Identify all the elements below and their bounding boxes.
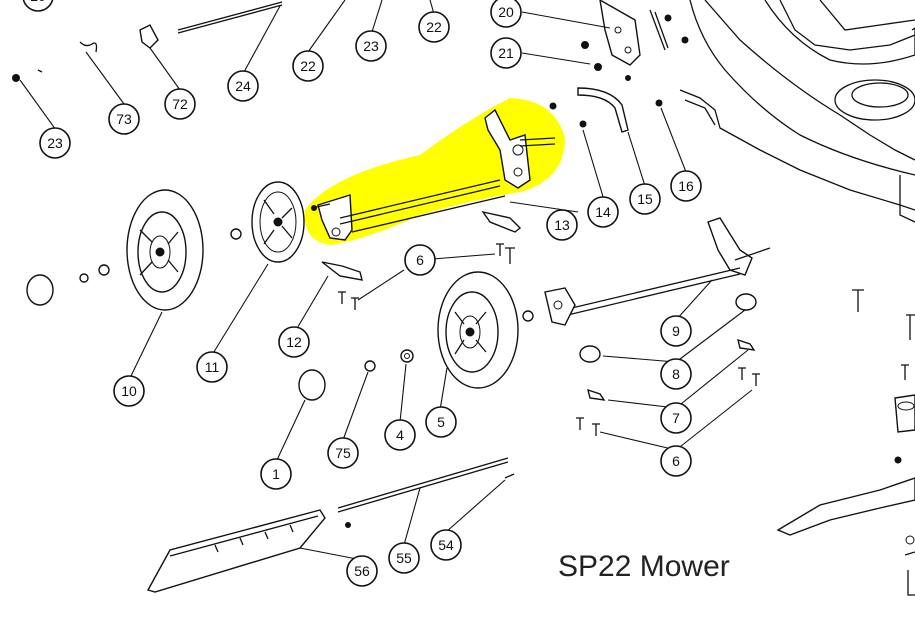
callout-6-upper: 6 xyxy=(404,244,436,276)
part-8-bearing-a xyxy=(579,345,601,363)
part-7-clip-b xyxy=(737,338,756,351)
callout-12: 12 xyxy=(278,326,310,358)
part-75-bearing xyxy=(364,360,376,372)
part-56-plate xyxy=(146,509,326,593)
part-73-spring xyxy=(79,41,98,53)
callout-73: 73 xyxy=(108,103,140,135)
svg-text:1: 1 xyxy=(272,466,280,482)
callout-75: 75 xyxy=(327,437,359,469)
callout-6-lower: 6 xyxy=(660,445,692,477)
svg-text:6: 6 xyxy=(672,453,680,469)
svg-text:5: 5 xyxy=(437,414,445,430)
svg-text:11: 11 xyxy=(205,359,220,375)
svg-text:23: 23 xyxy=(363,38,379,54)
svg-text:4: 4 xyxy=(396,427,404,443)
part-5-front-wheel xyxy=(437,271,519,389)
bearing-left xyxy=(79,273,89,283)
part-24-rod xyxy=(177,1,283,31)
svg-text:21: 21 xyxy=(498,45,514,61)
part-4-nut xyxy=(400,349,414,363)
svg-text:54: 54 xyxy=(438,537,454,553)
callout-5: 5 xyxy=(425,406,457,438)
svg-text:8: 8 xyxy=(672,366,680,382)
svg-text:9: 9 xyxy=(672,323,680,339)
part-55-rod xyxy=(337,457,509,509)
callout-24: 24 xyxy=(227,70,259,102)
leader-lines xyxy=(19,0,753,561)
svg-text:12: 12 xyxy=(286,334,302,350)
part-13-rear-axle xyxy=(311,108,556,241)
callout-22: 22 xyxy=(292,50,324,82)
part-14-screw xyxy=(579,120,587,128)
svg-text:24: 24 xyxy=(235,78,251,94)
svg-text:75: 75 xyxy=(335,445,351,461)
part-54-pin xyxy=(504,473,515,479)
svg-text:10: 10 xyxy=(121,383,137,399)
svg-text:6: 6 xyxy=(416,252,424,268)
callout-72: 72 xyxy=(164,88,196,120)
callout-15: 15 xyxy=(629,183,661,215)
callout-9: 9 xyxy=(660,315,692,347)
svg-text:7: 7 xyxy=(672,410,680,426)
callout-7: 7 xyxy=(660,402,692,434)
callout-22-top: 22 xyxy=(418,11,450,43)
mower-deck xyxy=(679,0,915,223)
callout-14: 14 xyxy=(587,196,619,228)
svg-text:72: 72 xyxy=(172,96,188,112)
hub-cap-left xyxy=(26,274,54,306)
callout-20: 20 xyxy=(490,0,522,28)
part-7-clip-a xyxy=(587,388,606,401)
svg-text:56: 56 xyxy=(354,563,370,579)
svg-text:13: 13 xyxy=(554,217,570,233)
part-11-rear-wheel-hub xyxy=(251,181,305,263)
svg-text:16: 16 xyxy=(678,178,694,194)
svg-text:23: 23 xyxy=(47,135,63,151)
part-8-bearing-b xyxy=(735,293,757,311)
callout-4: 4 xyxy=(384,419,416,451)
part-10-rear-wheel xyxy=(126,189,204,311)
callout-23: 23 xyxy=(39,127,71,159)
callout-1: 1 xyxy=(260,458,292,490)
callout-20-top: 20 xyxy=(22,0,54,12)
svg-text:20: 20 xyxy=(30,0,46,4)
screws xyxy=(338,243,915,436)
callout-11: 11 xyxy=(196,351,228,383)
part-15-spring xyxy=(577,87,629,133)
diagram-caption: SP22 Mower xyxy=(558,550,730,583)
cutting-blade xyxy=(776,477,915,536)
callout-13: 13 xyxy=(546,209,578,241)
part-13-clip xyxy=(481,210,522,233)
svg-text:55: 55 xyxy=(396,550,412,566)
svg-text:22: 22 xyxy=(426,19,442,35)
part-16-nut xyxy=(655,99,663,107)
svg-text:73: 73 xyxy=(116,111,132,127)
part-12-bracket xyxy=(321,261,363,281)
part-1-hub-cap xyxy=(298,369,326,401)
part-23-screw xyxy=(12,74,20,82)
callout-10: 10 xyxy=(113,375,145,407)
blade-adapter xyxy=(894,394,915,464)
callout-8: 8 xyxy=(660,358,692,390)
svg-text:15: 15 xyxy=(637,191,653,207)
svg-text:20: 20 xyxy=(498,4,514,20)
part-72-clip xyxy=(139,24,159,49)
callout-54: 54 xyxy=(430,529,462,561)
rear-bracket xyxy=(581,0,689,81)
callout-21: 21 xyxy=(490,37,522,69)
part-9-front-axle xyxy=(522,217,771,326)
svg-text:14: 14 xyxy=(595,204,611,220)
callout-16: 16 xyxy=(670,170,702,202)
callout-55: 55 xyxy=(388,542,420,574)
svg-text:22: 22 xyxy=(300,58,316,74)
callout-56: 56 xyxy=(346,555,378,587)
callout-23-top: 23 xyxy=(355,30,387,62)
